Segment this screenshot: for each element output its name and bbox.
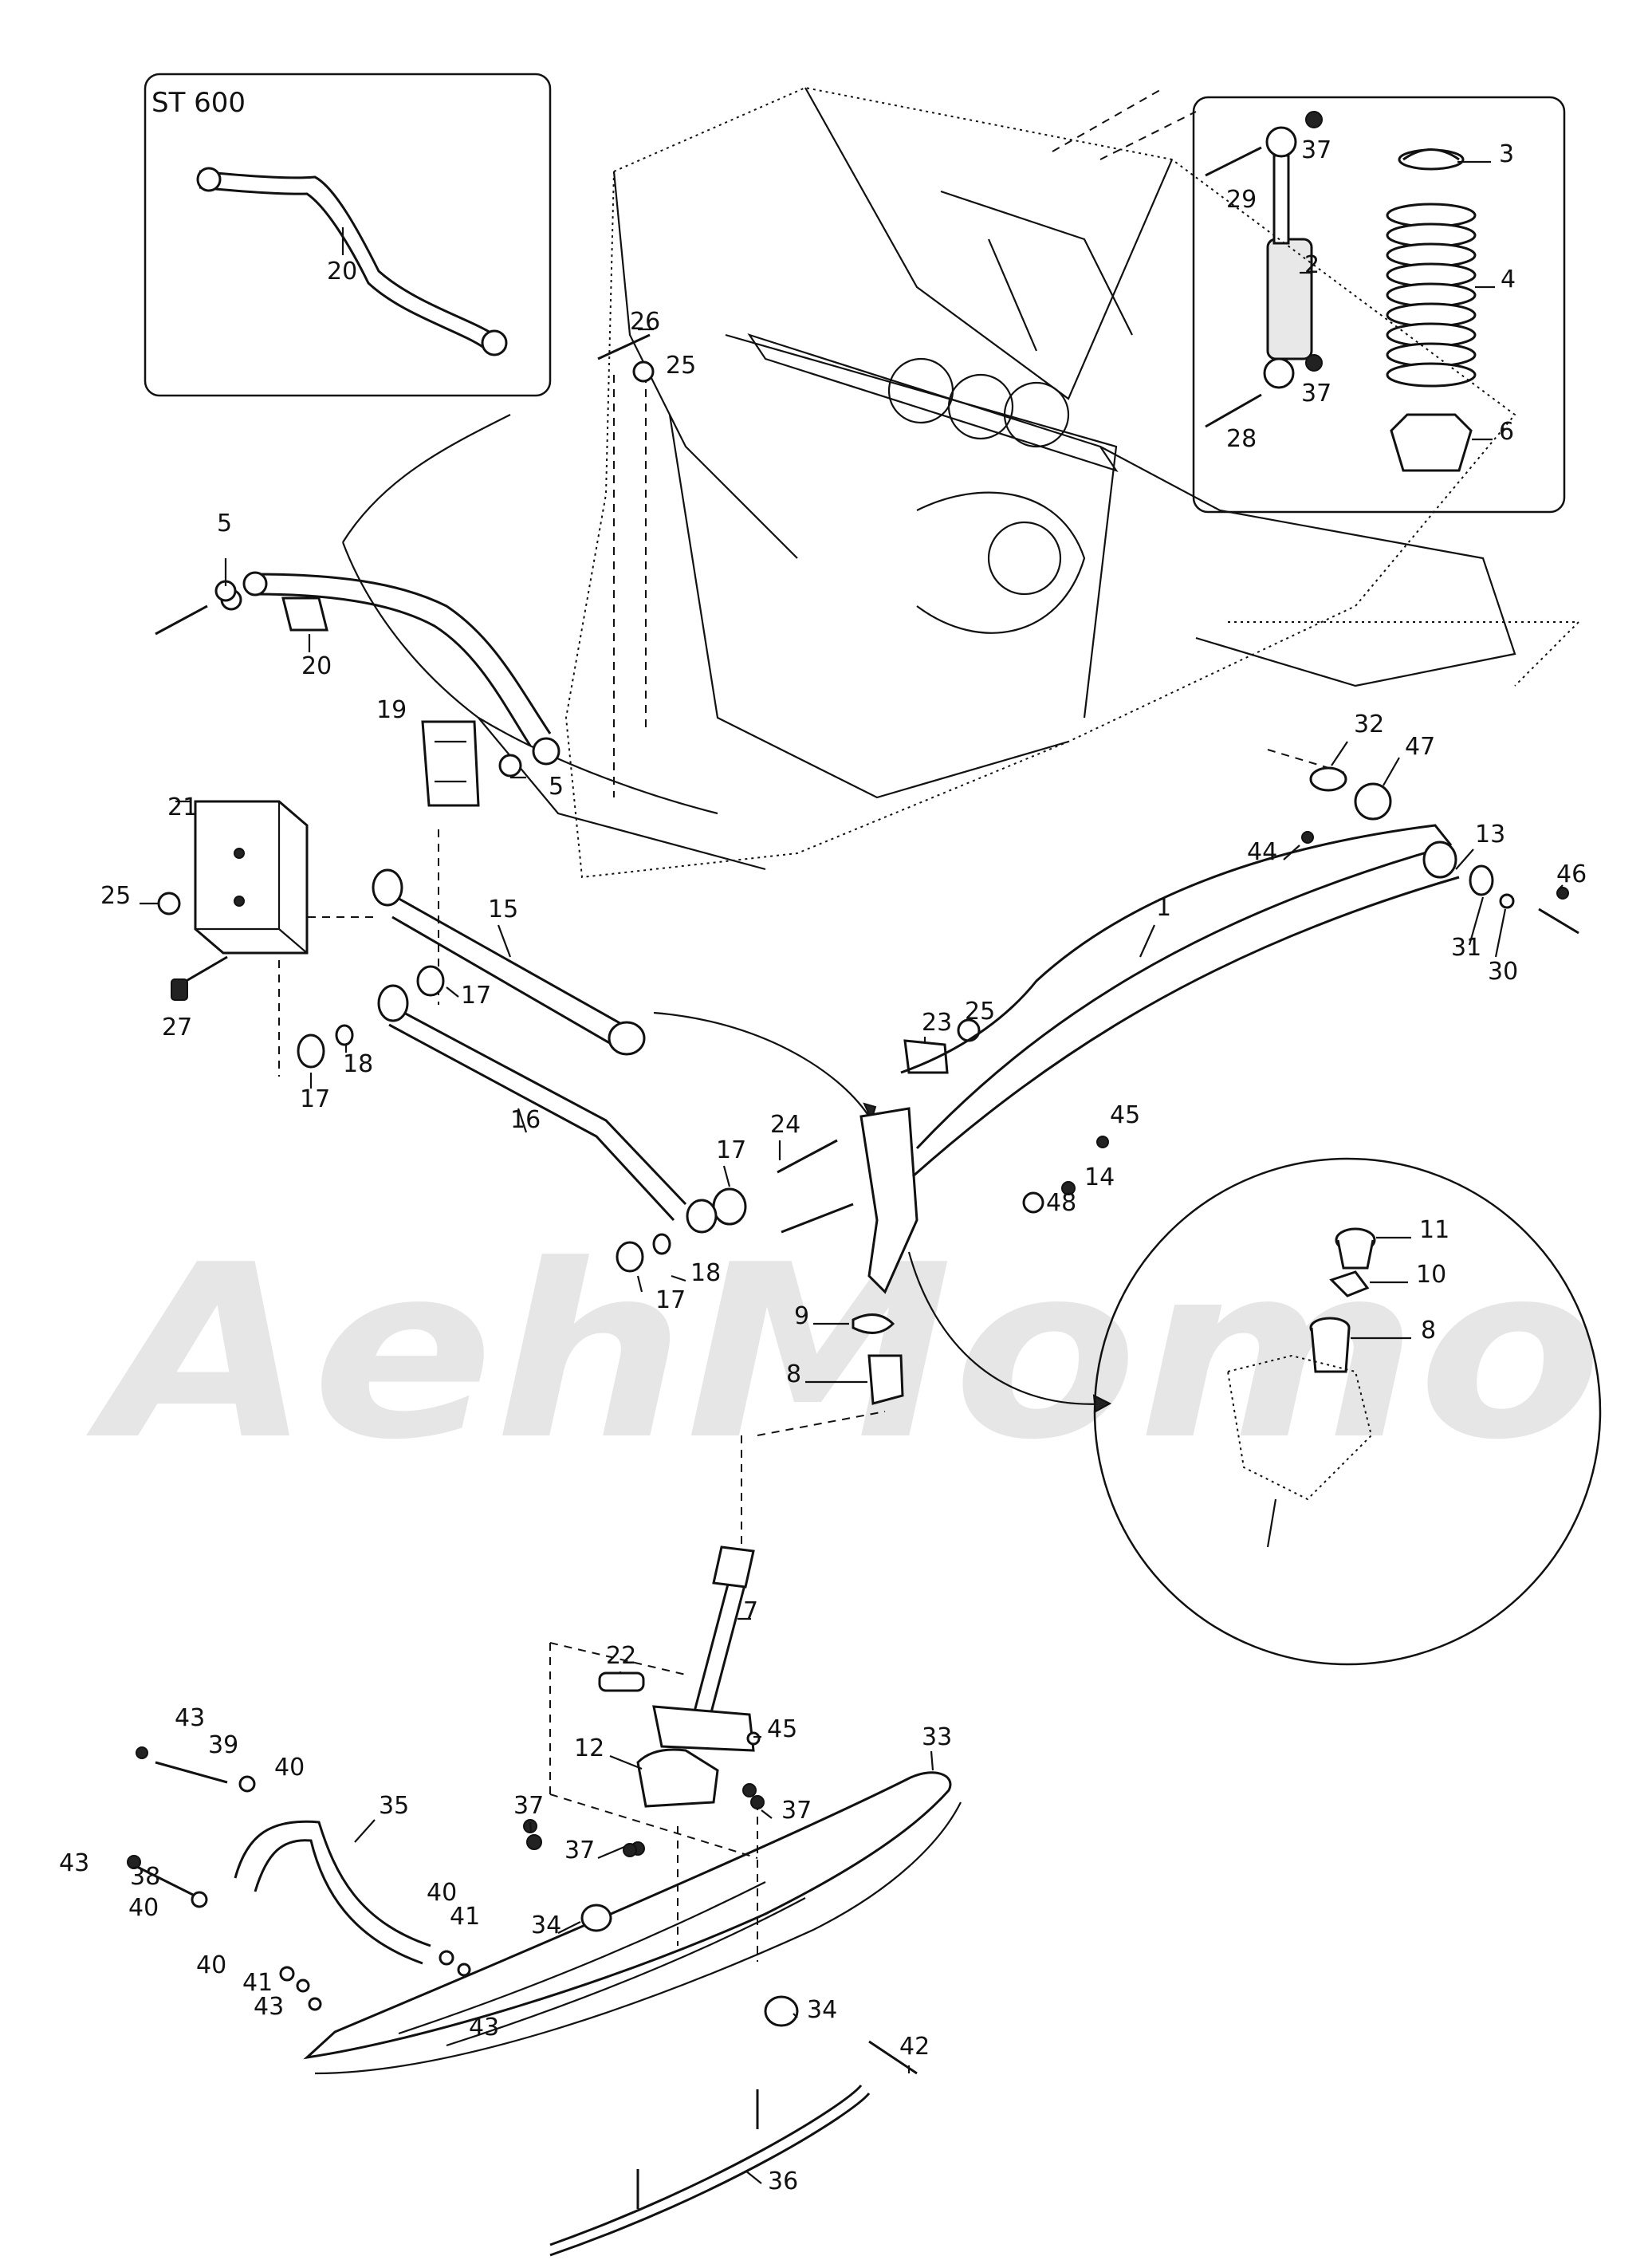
leader-lines — [140, 328, 1564, 2184]
callout-c-17d: 17 — [655, 1286, 686, 1314]
callout-c-33: 33 — [922, 1723, 952, 1751]
callout-c-25c: 25 — [965, 998, 995, 1026]
callout-c-6: 6 — [1499, 418, 1514, 446]
inset-st600: ST 600 20 — [144, 73, 552, 397]
callout-c-18b: 18 — [690, 1259, 721, 1287]
callout-c-18a: 18 — [343, 1050, 373, 1078]
callout-c-41a: 41 — [450, 1903, 480, 1931]
callout-c-19: 19 — [376, 696, 407, 724]
callout-c-3: 3 — [1499, 140, 1514, 168]
callout-c-40d: 40 — [196, 1951, 226, 1979]
inset-shock — [1192, 96, 1566, 514]
callout-c-24: 24 — [770, 1111, 800, 1139]
inset-st600-title: ST 600 — [151, 87, 246, 119]
callout-c-42: 42 — [899, 2033, 930, 2061]
callout-c-16: 16 — [510, 1106, 541, 1134]
hardware — [214, 333, 757, 1857]
inset-st600-part: 20 — [327, 258, 357, 285]
callout-c-20: 20 — [301, 652, 332, 680]
callout-c-45b: 45 — [767, 1715, 797, 1743]
callout-c-43d: 43 — [469, 2014, 499, 2041]
chassis-frame — [341, 86, 1581, 879]
callout-c-27: 27 — [162, 1014, 192, 1041]
callout-c-5b: 5 — [549, 773, 564, 801]
callout-c-34b: 34 — [807, 1996, 837, 2024]
runner-36 — [549, 2040, 918, 2257]
callout-c-25b: 25 — [100, 882, 131, 910]
callout-c-22: 22 — [606, 1642, 636, 1670]
callout-c-41b: 41 — [242, 1969, 273, 1997]
callout-c-40a: 40 — [274, 1754, 305, 1782]
callout-c-17c: 17 — [716, 1136, 746, 1164]
callout-c-47: 47 — [1405, 733, 1435, 761]
st600-bar-part — [199, 170, 495, 349]
callout-c-37c: 37 — [564, 1837, 595, 1864]
callout-c-29: 29 — [1226, 186, 1257, 214]
callout-c-28: 28 — [1226, 425, 1257, 453]
ski-33 — [303, 1771, 962, 2075]
bar-part-20 — [155, 571, 560, 778]
callout-c-45a: 45 — [1110, 1101, 1140, 1129]
callout-c-44: 44 — [1247, 838, 1277, 866]
handle-35 — [127, 1746, 471, 2011]
callout-c-37b: 37 — [513, 1792, 544, 1820]
callout-c-38: 38 — [130, 1863, 160, 1891]
callout-c-32: 32 — [1354, 711, 1384, 738]
callout-c-14: 14 — [1084, 1163, 1115, 1191]
callout-c-8a: 8 — [786, 1360, 801, 1388]
callout-c-37a: 37 — [781, 1797, 812, 1825]
steering-column — [598, 1545, 761, 1808]
trailing-arm-1 — [900, 766, 1579, 1178]
spindle — [777, 1018, 1109, 1405]
callout-c-9: 9 — [794, 1302, 809, 1330]
callout-c-37e: 37 — [1301, 380, 1331, 408]
callout-c-43a: 43 — [175, 1704, 205, 1732]
callout-c-17b: 17 — [300, 1085, 330, 1113]
callout-c-40b: 40 — [128, 1894, 159, 1922]
callout-c-5a: 5 — [217, 510, 232, 537]
callout-c-25a: 25 — [666, 352, 696, 380]
callout-c-2: 2 — [1304, 251, 1320, 279]
callout-c-10: 10 — [1416, 1261, 1446, 1289]
watermark-text: AehMomo — [83, 1214, 1603, 1492]
callout-c-12: 12 — [574, 1734, 604, 1762]
callout-c-43c: 43 — [254, 1993, 284, 2021]
assembly-lines — [278, 375, 1348, 1962]
callout-c-1a: 1 — [1156, 894, 1171, 922]
callout-c-8b: 8 — [1421, 1317, 1436, 1345]
watermark: AehMomo — [83, 1214, 1603, 1492]
callout-c-21: 21 — [167, 793, 198, 821]
brackets — [157, 720, 480, 1001]
callout-c-36: 36 — [768, 2167, 798, 2195]
callout-c-39: 39 — [208, 1731, 238, 1759]
callout-c-43b: 43 — [59, 1849, 89, 1877]
callout-c-48: 48 — [1046, 1189, 1076, 1217]
callout-c-37d: 37 — [1301, 136, 1331, 164]
callout-c-17a: 17 — [461, 982, 491, 1010]
a-arms — [297, 868, 747, 1273]
callout-c-40c: 40 — [427, 1879, 457, 1907]
callout-c-4: 4 — [1501, 266, 1516, 293]
callout-c-13: 13 — [1475, 821, 1505, 848]
callout-c-7: 7 — [743, 1597, 758, 1625]
callout-c-15: 15 — [488, 896, 518, 923]
callout-c-30: 30 — [1488, 958, 1518, 986]
callout-c-26: 26 — [630, 308, 660, 336]
detail-circle — [1093, 1157, 1602, 1666]
callout-c-34a: 34 — [531, 1912, 561, 1939]
callout-c-35: 35 — [379, 1792, 409, 1820]
callout-c-11: 11 — [1419, 1216, 1449, 1244]
callout-c-46: 46 — [1556, 860, 1587, 888]
callout-c-31: 31 — [1451, 934, 1481, 962]
callout-c-23: 23 — [922, 1009, 952, 1037]
